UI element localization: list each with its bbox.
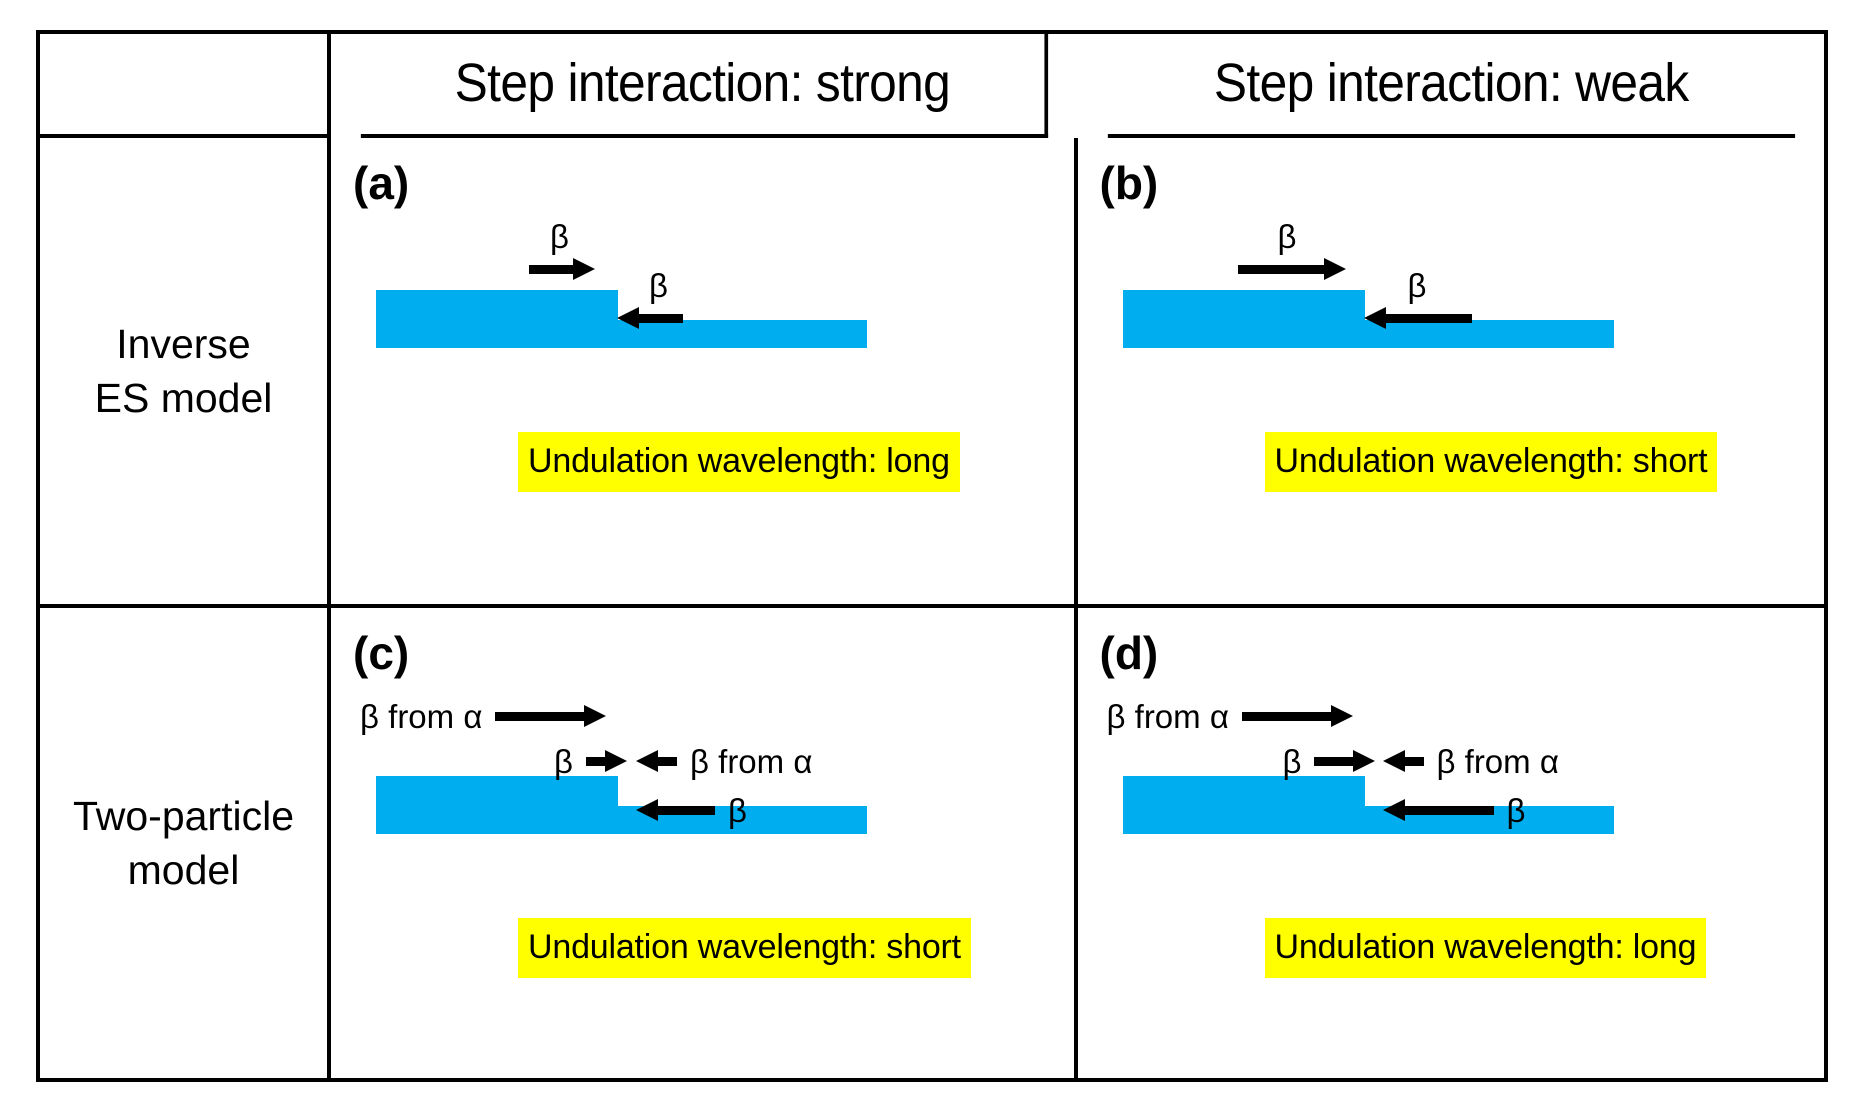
panel-d-letter: (d) (1099, 627, 1159, 679)
panel-c-arrow-upper-beta: β (554, 745, 627, 778)
column-header-weak: Step interaction: weak (1107, 34, 1795, 138)
arrow-right-icon (585, 750, 627, 772)
panel-b-letter: (b) (1099, 157, 1159, 209)
panel-a-lower-beta-text: β (649, 267, 668, 304)
panel-a-highlight: Undulation wavelength: long (518, 432, 960, 492)
panel-d-lower-beta-from-alpha-text: β from α (1436, 743, 1559, 780)
panel-c-lower-beta-from-alpha-text: β from α (690, 743, 813, 780)
panel-c-arrow-lower-beta-from-alpha: β from α (636, 745, 812, 778)
table-corner-cell (40, 34, 331, 138)
panel-d-upper-terrace (1122, 776, 1365, 834)
column-header-strong-text: Step interaction: strong (454, 53, 951, 114)
row-header-line-2: model (127, 847, 240, 893)
arrow-left-icon (636, 799, 715, 821)
arrow-left-icon (1382, 799, 1494, 821)
panel-b: (b) β β Undulation wavelength: short (1077, 138, 1824, 608)
column-header-weak-text: Step interaction: weak (1213, 53, 1689, 114)
row-header-line-1: Two-particle (72, 792, 294, 839)
panel-c-upper-beta-from-alpha-text: β from α (360, 698, 483, 735)
panel-c-letter: (c) (353, 627, 410, 679)
panel-c-highlight: Undulation wavelength: short (518, 918, 971, 978)
panel-a-arrow-upper-beta-right (529, 258, 595, 280)
panel-d-arrow-upper-beta: β (1283, 745, 1376, 778)
panel-c-arrow-upper-beta-from-alpha: β from α (360, 698, 607, 735)
panel-b-arrow-upper-beta-right (1237, 258, 1346, 280)
arrow-left-icon (617, 307, 683, 329)
row-header-two-particle-model: Two-particle model (40, 608, 331, 1078)
row-header-line-2: ES model (94, 375, 273, 421)
panel-b-label-lower-beta: β (1408, 269, 1427, 302)
panel-b-lower-beta-text: β (1407, 267, 1427, 304)
panel-a-label-upper-beta: β (550, 220, 569, 253)
arrow-left-icon (636, 750, 677, 772)
arrow-right-icon (1314, 750, 1376, 772)
arrow-right-icon (1241, 705, 1353, 727)
panel-b-upper-terrace (1122, 290, 1365, 348)
panel-a-upper-beta-text: β (550, 218, 569, 255)
row-header-line-1: Inverse (116, 320, 251, 367)
arrow-left-icon (1363, 307, 1472, 329)
arrow-left-icon (1382, 750, 1424, 772)
panel-a: (a) β β Undulation wavele (331, 138, 1078, 608)
panel-d-arrow-upper-beta-from-alpha: β from α (1107, 700, 1353, 733)
panel-c-upper-beta-text: β (554, 743, 573, 780)
panel-a-upper-terrace (376, 290, 618, 348)
panel-a-letter: (a) (353, 157, 410, 209)
panel-b-arrow-lower-beta-left (1363, 307, 1472, 329)
panel-b-upper-beta-text: β (1277, 218, 1297, 255)
panel-c-upper-terrace (376, 776, 618, 834)
arrow-right-icon (495, 705, 607, 727)
panel-d-upper-beta-text: β (1282, 743, 1302, 780)
panel-d-upper-beta-from-alpha-text: β from α (1106, 698, 1229, 735)
panel-d: (d) β from α β β from α (1078, 608, 1825, 1078)
panel-b-lower-terrace (1364, 320, 1614, 348)
panel-d-arrow-lower-beta: β (1382, 792, 1526, 829)
panel-a-arrow-lower-beta-left (617, 307, 683, 329)
panel-c-lower-beta-text: β (728, 792, 747, 829)
comparison-table: Step interaction: strong Step interactio… (36, 30, 1828, 1082)
panel-c-arrow-lower-beta: β (636, 794, 747, 827)
panel-a-label-lower-beta: β (649, 269, 668, 302)
panel-c: (c) β from α β (331, 608, 1078, 1078)
panel-b-highlight: Undulation wavelength: short (1264, 432, 1718, 492)
row-header-inverse-es-model: Inverse ES model (40, 138, 331, 608)
row-header-two-particle-model-text: Two-particle model (73, 789, 294, 897)
panel-d-highlight: Undulation wavelength: long (1264, 918, 1707, 978)
column-header-strong: Step interaction: strong (360, 34, 1048, 138)
panel-d-arrow-lower-beta-from-alpha: β from α (1382, 743, 1559, 780)
panel-a-lower-terrace (618, 320, 867, 348)
arrow-right-icon (529, 258, 595, 280)
panel-b-label-upper-beta: β (1278, 220, 1297, 253)
panel-d-lower-beta-text: β (1506, 792, 1526, 829)
arrow-right-icon (1237, 258, 1346, 280)
row-header-inverse-es-model-text: Inverse ES model (95, 317, 273, 425)
